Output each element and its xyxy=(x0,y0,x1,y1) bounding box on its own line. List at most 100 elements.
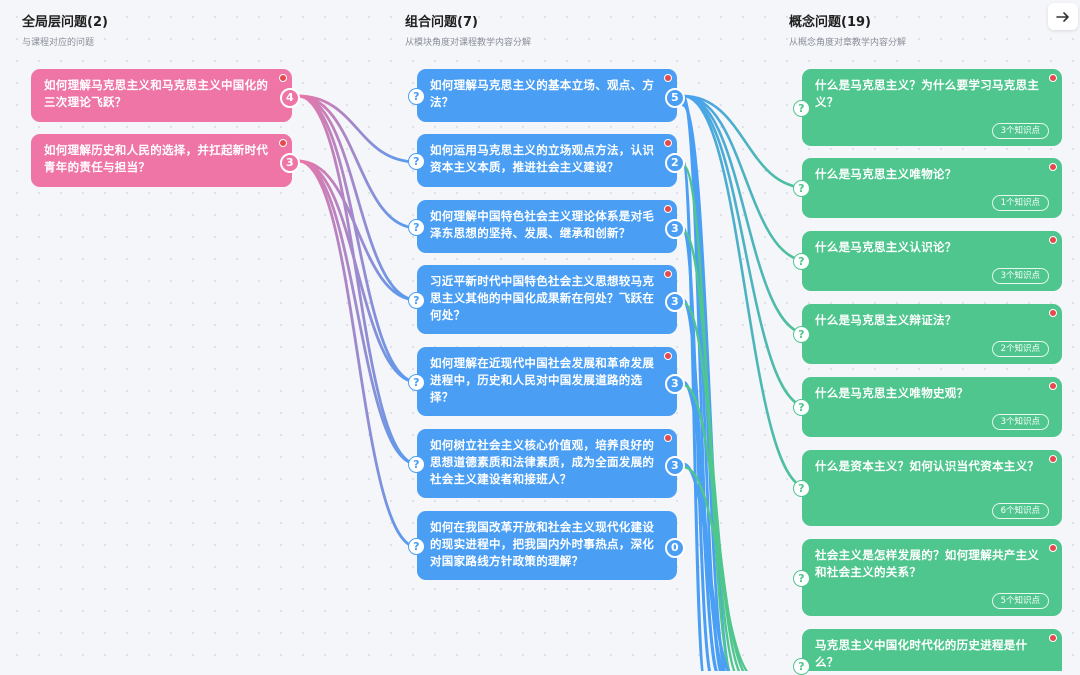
alert-dot xyxy=(279,74,287,82)
alert-dot xyxy=(664,434,672,442)
alert-dot xyxy=(1049,544,1057,552)
alert-dot xyxy=(1049,382,1057,390)
global-question-text: 如何理解历史和人民的选择，并扛起新时代青年的责任与担当？ xyxy=(44,143,269,174)
combo-question-card[interactable]: 如何树立社会主义核心价值观，培养良好的思想道德素质和法律素质，成为全面发展的社会… xyxy=(408,429,685,498)
alert-dot xyxy=(1049,236,1057,244)
concept-question-card[interactable]: 什么是马克思主义认识论？ ? 3个知识点 xyxy=(793,231,1062,291)
combo-question-text: 如何在我国改革开放和社会主义现代化建设的现实进程中，把我国内外时事热点，深化对国… xyxy=(430,520,655,568)
combo-question-card[interactable]: 如何理解马克思主义的基本立场、观点、方法？ ? 5 xyxy=(408,69,685,122)
connector-line xyxy=(681,465,748,671)
concept-column-subtitle: 从概念角度对章教学内容分解 xyxy=(789,38,907,48)
knowledge-point-badge[interactable]: 5个知识点 xyxy=(991,593,1049,609)
global-column-subtitle: 与课程对应的问题 xyxy=(22,38,95,48)
connector-line xyxy=(296,159,419,384)
combo-question-card[interactable]: 如何运用马克思主义的立场观点方法，认识资本主义本质，推进社会主义建设？ ? 2 xyxy=(408,134,685,187)
link-count-badge: 3 xyxy=(665,373,685,394)
connector-line xyxy=(296,159,419,302)
question-mark-icon: ? xyxy=(408,87,425,105)
knowledge-point-badge[interactable]: 3个知识点 xyxy=(991,123,1049,139)
link-count-badge: 3 xyxy=(665,218,685,239)
connector-line xyxy=(296,94,419,466)
connector-line xyxy=(681,94,810,263)
global-question-card[interactable]: 如何理解马克思主义和马克思主义中国化的三次理论飞跃？ 4 xyxy=(31,69,300,122)
alert-dot xyxy=(1049,309,1057,317)
link-count-badge: 3 xyxy=(665,291,685,312)
question-mark-icon: ? xyxy=(408,218,425,236)
connector-line xyxy=(296,94,419,302)
link-count-badge: 2 xyxy=(665,152,685,173)
question-mark-icon: ? xyxy=(408,537,425,555)
concept-column-header: 概念问题(19) 从概念角度对章教学内容分解 xyxy=(789,14,906,49)
connector-line xyxy=(681,462,730,671)
combo-question-card[interactable]: 如何理解在近现代中国社会发展和革命发展进程中，历史和人民对中国发展道路的选择？ … xyxy=(408,347,685,416)
combo-question-text: 如何运用马克思主义的立场观点方法，认识资本主义本质，推进社会主义建设？ xyxy=(430,143,655,174)
connector-line xyxy=(681,301,741,671)
next-button[interactable] xyxy=(1048,3,1078,30)
connector-line xyxy=(681,383,745,671)
concept-question-text: 什么是马克思主义唯物史观？ xyxy=(815,386,969,400)
question-mark-icon: ? xyxy=(793,399,810,416)
alert-dot xyxy=(279,139,287,147)
concept-question-card[interactable]: 社会主义是怎样发展的？如何理解共产主义和社会主义的关系？ ? 5个知识点 xyxy=(793,539,1062,616)
link-count-badge: 5 xyxy=(665,87,685,108)
combo-question-card[interactable]: 习近平新时代中国特色社会主义思想较马克思主义其他的中国化成果新在何处？飞跃在何处… xyxy=(408,265,685,334)
combo-question-card[interactable]: 如何在我国改革开放和社会主义现代化建设的现实进程中，把我国内外时事热点，深化对国… xyxy=(408,511,685,580)
link-count-badge: 4 xyxy=(280,87,300,108)
combo-column-header: 组合问题(7) 从模块角度对课程教学内容分解 xyxy=(405,14,531,49)
combo-question-card[interactable]: 如何理解中国特色社会主义理论体系是对毛泽东思想的坚持、发展、继承和创新？ ? 3 xyxy=(408,200,685,253)
link-count-badge: 3 xyxy=(665,455,685,476)
connector-line xyxy=(296,159,419,466)
concept-question-card[interactable]: 什么是马克思主义唯物史观？ ? 3个知识点 xyxy=(793,377,1062,437)
connector-line xyxy=(681,94,810,336)
question-mark-icon: ? xyxy=(408,455,425,473)
knowledge-point-badge[interactable]: 3个知识点 xyxy=(991,414,1049,430)
concept-question-text: 什么是资本主义？如何认识当代资本主义？ xyxy=(815,459,1040,473)
global-column-title: 全局层问题(2) xyxy=(22,15,108,30)
alert-dot xyxy=(664,139,672,147)
connector-line xyxy=(681,94,810,409)
alert-dot xyxy=(664,74,672,82)
knowledge-point-badge[interactable]: 3个知识点 xyxy=(991,268,1049,284)
combo-question-text: 如何理解马克思主义的基本立场、观点、方法？ xyxy=(430,78,655,109)
question-mark-icon: ? xyxy=(793,326,810,343)
question-mark-icon: ? xyxy=(793,180,810,197)
combo-column-title: 组合问题(7) xyxy=(405,15,478,30)
alert-dot xyxy=(1049,74,1057,82)
concept-question-card[interactable]: 什么是资本主义？如何认识当代资本主义？ ? 6个知识点 xyxy=(793,450,1062,526)
knowledge-point-badge[interactable]: 6个知识点 xyxy=(991,503,1049,519)
concept-question-text: 马克思主义中国化时代化的历史进程是什么？ xyxy=(815,638,1028,669)
link-count-badge: 3 xyxy=(280,152,300,173)
concept-question-card[interactable]: 什么是马克思主义辩证法？ ? 2个知识点 xyxy=(793,304,1062,364)
link-count-badge: 0 xyxy=(665,537,685,558)
question-mark-icon: ? xyxy=(408,291,425,309)
arrow-right-icon xyxy=(1056,11,1069,22)
global-question-text: 如何理解马克思主义和马克思主义中国化的三次理论飞跃？ xyxy=(44,78,269,109)
concept-question-text: 什么是马克思主义唯物论？ xyxy=(815,167,957,181)
question-mark-icon: ? xyxy=(793,99,810,117)
question-mark-icon: ? xyxy=(793,253,810,270)
connector-line xyxy=(681,94,810,190)
concept-question-text: 什么是马克思主义？为什么要学习马克思主义？ xyxy=(815,78,1040,109)
connector-line xyxy=(296,159,419,549)
combo-column-subtitle: 从模块角度对课程教学内容分解 xyxy=(405,38,532,48)
alert-dot xyxy=(664,205,672,213)
global-question-card[interactable]: 如何理解历史和人民的选择，并扛起新时代青年的责任与担当？ 3 xyxy=(31,134,300,187)
knowledge-point-badge[interactable]: 2个知识点 xyxy=(991,341,1049,357)
knowledge-point-badge[interactable]: 1个知识点 xyxy=(991,195,1049,211)
combo-question-text: 习近平新时代中国特色社会主义思想较马克思主义其他的中国化成果新在何处？飞跃在何处… xyxy=(430,274,655,322)
alert-dot xyxy=(1049,455,1057,463)
concept-question-card[interactable]: 马克思主义中国化时代化的历史进程是什么？ ? xyxy=(793,629,1062,675)
connector-line xyxy=(296,94,419,164)
question-mark-icon: ? xyxy=(408,152,425,170)
concept-column-title: 概念问题(19) xyxy=(789,15,871,30)
concept-question-text: 什么是马克思主义认识论？ xyxy=(815,240,957,254)
connector-line xyxy=(296,94,419,230)
combo-question-text: 如何理解在近现代中国社会发展和革命发展进程中，历史和人民对中国发展道路的选择？ xyxy=(430,356,655,404)
question-mark-icon: ? xyxy=(793,658,810,675)
connector-line xyxy=(681,94,810,490)
concept-question-card[interactable]: 什么是马克思主义唯物论？ ? 1个知识点 xyxy=(793,158,1062,218)
concept-question-card[interactable]: 什么是马克思主义？为什么要学习马克思主义？ ? 3个知识点 xyxy=(793,69,1062,146)
connector-line xyxy=(296,94,419,384)
alert-dot xyxy=(1049,163,1057,171)
